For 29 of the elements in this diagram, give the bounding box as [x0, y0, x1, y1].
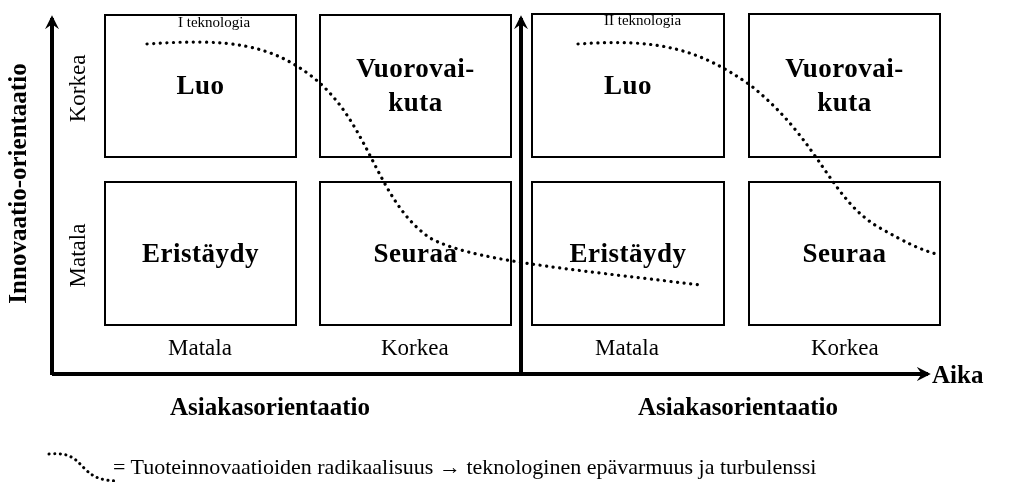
quadrant-label: Vuorovai- kuta [784, 51, 905, 119]
legend-text: = Tuoteinnovaatioiden radikaalisuus → teknologinen epävarmuus ja turbulenssi [113, 456, 817, 478]
quadrant-box [748, 13, 941, 158]
quadrant-label: Seuraa [802, 236, 887, 270]
axis-title: Asiakasorientaatio [638, 393, 838, 419]
axis-level-label: Matala [595, 335, 659, 359]
quadrant-box [319, 181, 512, 326]
axis-level-label: Korkea [66, 54, 90, 122]
axis-title: Innovaatio-orientaatio [4, 62, 30, 304]
quadrant-box [748, 181, 941, 326]
axis-title: Asiakasorientaatio [170, 393, 370, 419]
quadrant-label: Eristäydy [142, 236, 259, 270]
axis-level-label: Matala [66, 223, 90, 287]
axis-level-label: Korkea [381, 335, 449, 359]
quadrant-label: Vuorovai- kuta [355, 52, 476, 119]
quadrant-box [531, 181, 725, 326]
quadrant-box [104, 181, 297, 326]
quadrant-box [104, 14, 297, 158]
curve-label: II teknologia [604, 12, 682, 28]
axis-level-label: Korkea [811, 335, 879, 359]
quadrant-label: Luo [176, 69, 225, 103]
quadrant-box [319, 14, 512, 158]
quadrant-label: Luo [604, 68, 652, 102]
axis-title: Aika [932, 361, 984, 387]
quadrant-box [531, 13, 725, 158]
quadrant-label: Seuraa [373, 236, 458, 270]
quadrant-label: Eristäydy [569, 236, 687, 270]
curve-label: I teknologia [178, 14, 251, 30]
axis-level-label: Matala [168, 335, 232, 359]
